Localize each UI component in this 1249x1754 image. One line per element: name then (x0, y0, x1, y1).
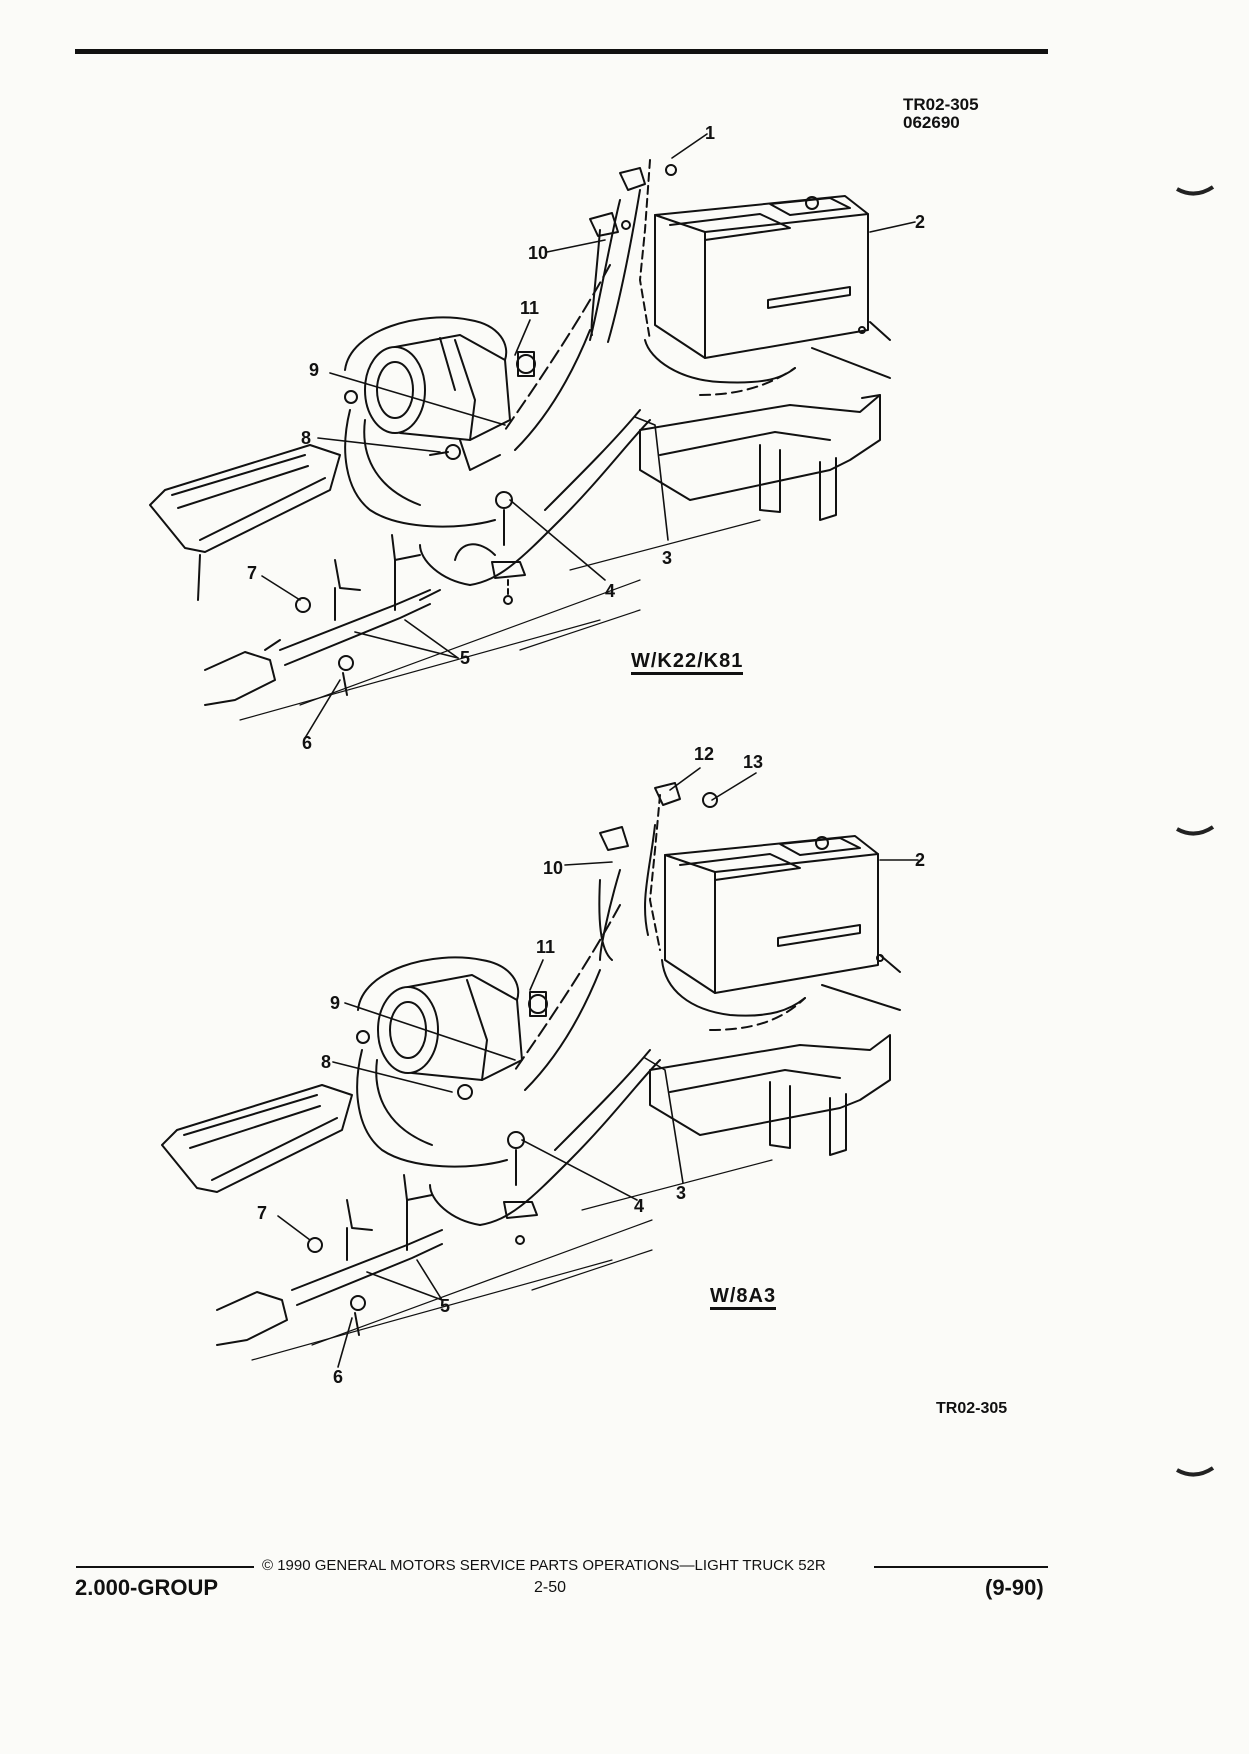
revision-date: (9-90) (985, 1575, 1044, 1600)
callout-number: 4 (634, 1196, 645, 1216)
footer-rule-right (874, 1566, 1048, 1568)
callout-number: 1 (705, 123, 716, 143)
page-number: 2-50 (534, 1579, 567, 1596)
figure-caption: W/8A3 (710, 1286, 777, 1310)
group-label: 2.000-GROUP (75, 1575, 219, 1600)
alternator-illustration (344, 316, 511, 441)
alternator-illustration (357, 956, 523, 1081)
engine-block (149, 444, 341, 601)
battery-illustration (654, 195, 891, 379)
hardware (295, 164, 677, 696)
hardware (307, 782, 718, 1336)
cable-runs (356, 794, 806, 1226)
binder-hole-mark (1176, 825, 1215, 836)
figure-caption: W/K22/K81 (631, 651, 744, 675)
header-rule (75, 49, 1048, 54)
callout-number: 4 (605, 581, 616, 601)
callout-leaders (261, 133, 916, 739)
driveshaft (216, 1174, 443, 1346)
battery-illustration (664, 835, 901, 1011)
callout-number: 2 (915, 850, 926, 870)
callout-number: 5 (460, 648, 471, 668)
callout-number: 5 (440, 1296, 451, 1316)
callout-number: 7 (257, 1203, 268, 1223)
callout-number: 13 (743, 752, 764, 772)
callout-leaders (277, 767, 919, 1368)
footer-rule-left (76, 1566, 254, 1568)
battery-cable-diagram-lower (161, 767, 919, 1368)
callout-number: 3 (662, 548, 673, 568)
plate-code-block: TR02-305 062690 (903, 96, 979, 132)
battery-tray (639, 394, 881, 521)
callout-number: 6 (333, 1367, 344, 1387)
binder-hole-mark (1176, 1466, 1215, 1477)
callout-number: 10 (528, 243, 549, 263)
binder-hole-mark (1176, 185, 1215, 196)
callout-number: 9 (309, 360, 320, 380)
callout-number: 11 (536, 937, 556, 957)
body-lines (239, 519, 761, 721)
cable-runs (344, 159, 796, 586)
body-lines (251, 1159, 773, 1361)
callout-number: 8 (321, 1052, 332, 1072)
callout-number: 2 (915, 212, 926, 232)
copyright-line: © 1990 GENERAL MOTORS SERVICE PARTS OPER… (262, 1557, 826, 1574)
callout-number: 11 (520, 298, 540, 318)
callout-number: 7 (247, 563, 258, 583)
driveshaft (204, 534, 441, 706)
callout-number: 3 (676, 1183, 687, 1203)
plate-code: TR02-305 (903, 95, 979, 114)
callout-number: 6 (302, 733, 313, 753)
plate-date: 062690 (903, 113, 960, 132)
engine-block (161, 1084, 353, 1193)
callout-number: 8 (301, 428, 312, 448)
callout-number: 10 (543, 858, 564, 878)
callout-number: 9 (330, 993, 341, 1013)
battery-cable-diagram-upper (149, 133, 916, 739)
battery-tray (649, 1034, 891, 1156)
callout-number: 12 (694, 744, 715, 764)
figure-code: TR02-305 (936, 1400, 1008, 1417)
